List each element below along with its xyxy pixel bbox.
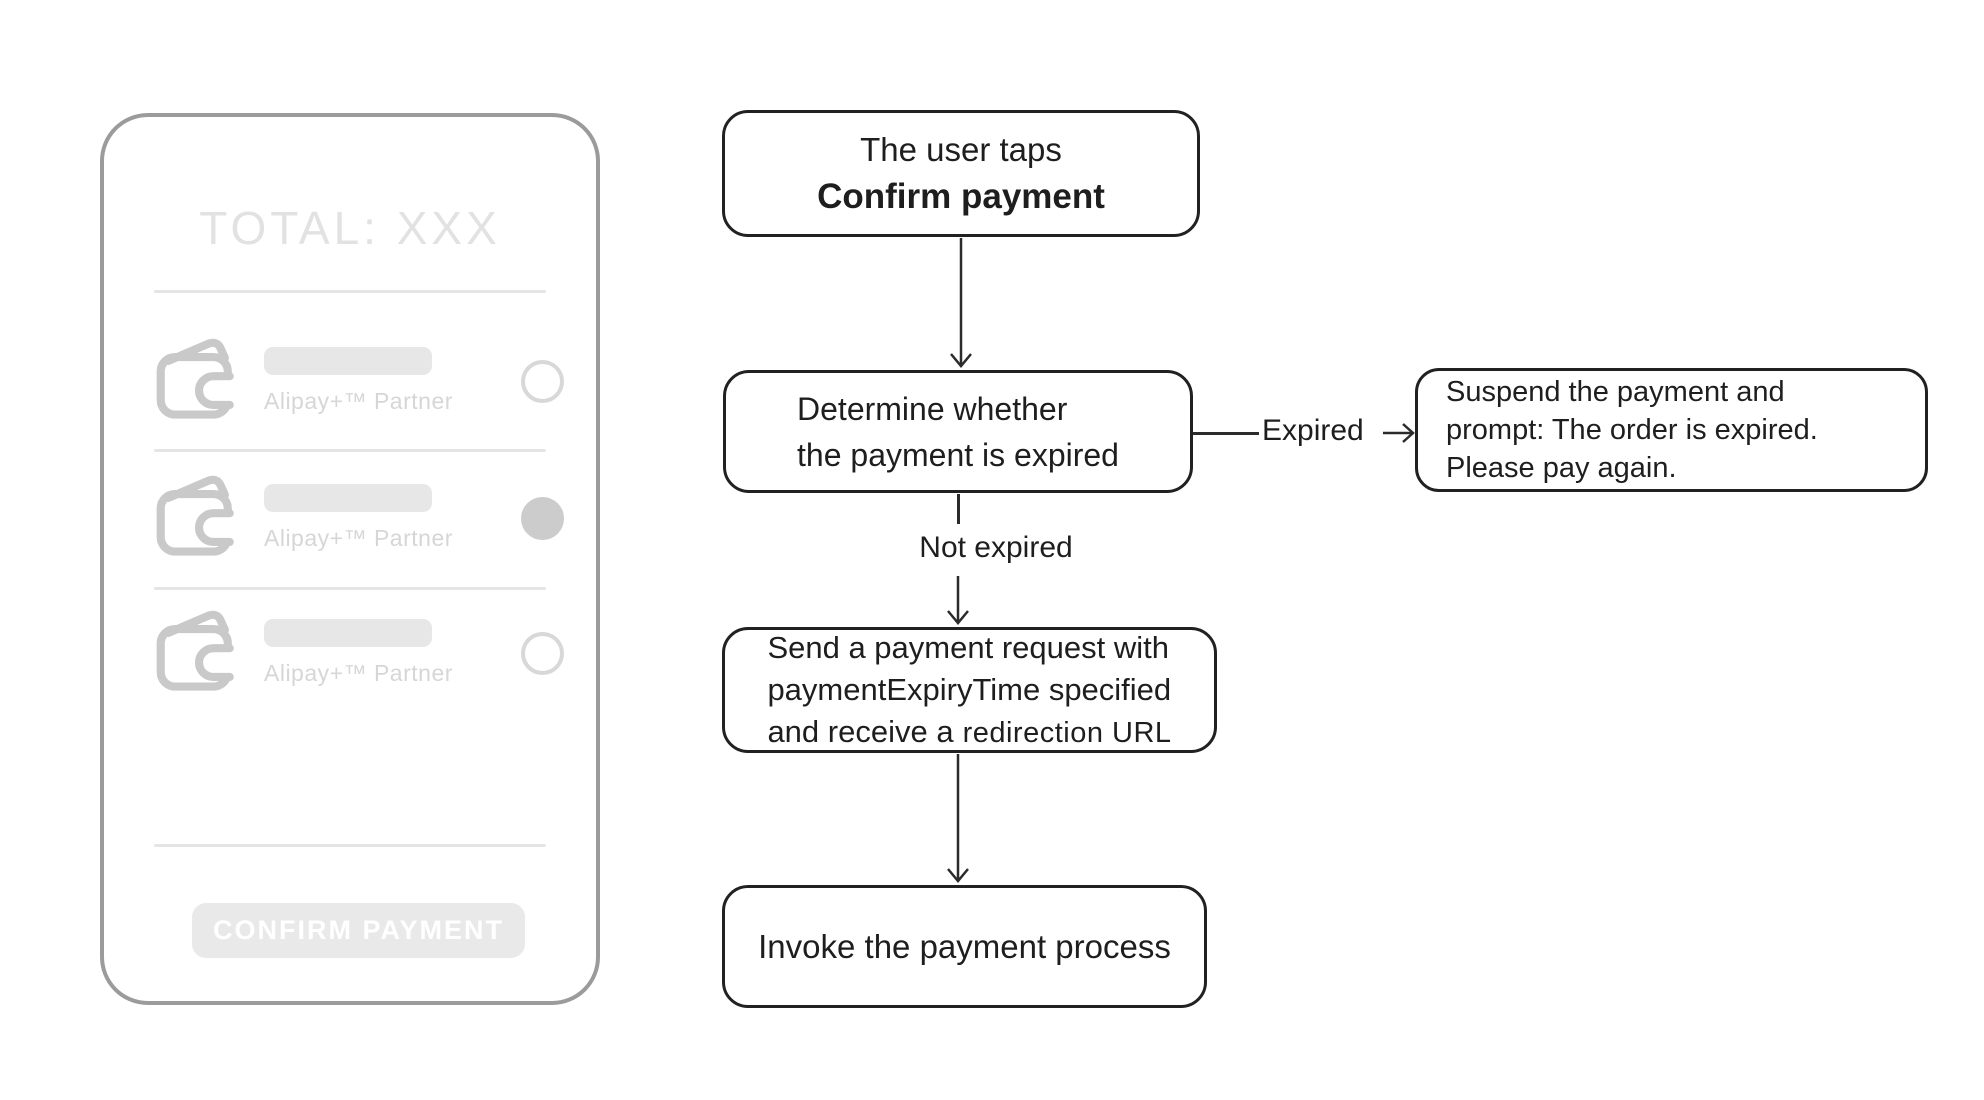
connector-line [957, 494, 960, 524]
divider [154, 844, 546, 847]
wallet-icon [156, 338, 246, 419]
flow-step-text: and receive a [767, 713, 954, 749]
flow-step-text: Determine whether [797, 390, 1068, 427]
edge-label-expired: Expired [1262, 414, 1364, 447]
partner-label: Alipay+™ Partner [264, 660, 453, 686]
arrow-right-icon [1383, 423, 1415, 443]
flow-step-user-taps: The user taps Confirm payment [722, 110, 1200, 237]
wallet-name-placeholder [264, 619, 432, 647]
divider [154, 290, 546, 293]
flow-step-text: Please pay again. [1446, 452, 1677, 484]
flow-step-text: the payment is expired [797, 436, 1119, 473]
flow-step-text: Send a payment request with [767, 629, 1169, 665]
radio-button[interactable] [521, 631, 564, 675]
radio-button-selected[interactable] [521, 496, 564, 540]
arrow-down-icon [950, 238, 972, 368]
confirm-payment-button[interactable]: CONFIRM PAYMENT [192, 903, 525, 958]
flow-step-suspend-payment: Suspend the payment and prompt: The orde… [1415, 368, 1928, 492]
arrow-down-icon [947, 754, 969, 883]
flow-step-determine-expired: Determine whether the payment is expired [723, 370, 1193, 493]
flow-step-text: prompt: The order is expired. [1446, 414, 1818, 446]
flow-step-text-bold: Confirm payment [817, 176, 1105, 216]
wallet-icon [156, 610, 246, 691]
arrow-down-icon [947, 576, 969, 625]
flow-step-text: paymentExpiryTime specified [767, 671, 1172, 707]
total-label: TOTAL: XXX [199, 202, 501, 254]
payment-option-row[interactable]: Alipay+™ Partner [154, 333, 564, 429]
flow-step-text: Suspend the payment and [1446, 376, 1785, 408]
divider [154, 587, 546, 590]
flow-step-text: Invoke the payment process [758, 927, 1171, 965]
wallet-name-placeholder [264, 484, 432, 512]
radio-button[interactable] [521, 359, 564, 403]
flow-step-text: The user taps [860, 130, 1062, 168]
flow-step-invoke-payment: Invoke the payment process [722, 885, 1207, 1008]
wallet-icon [156, 475, 246, 556]
wallet-name-placeholder [264, 347, 432, 375]
phone-mockup: TOTAL: XXX Alipay+™ Partner [100, 113, 600, 1005]
redirection-url-text: redirection URL [962, 716, 1172, 749]
partner-label: Alipay+™ Partner [264, 388, 453, 414]
flow-step-send-request: Send a payment request with paymentExpir… [722, 627, 1217, 753]
payment-option-row[interactable]: Alipay+™ Partner [154, 470, 564, 566]
partner-label: Alipay+™ Partner [264, 525, 453, 551]
divider [154, 449, 546, 452]
payment-option-row[interactable]: Alipay+™ Partner [154, 605, 564, 701]
connector-line [1193, 432, 1259, 435]
edge-label-not-expired: Not expired [919, 531, 1073, 564]
